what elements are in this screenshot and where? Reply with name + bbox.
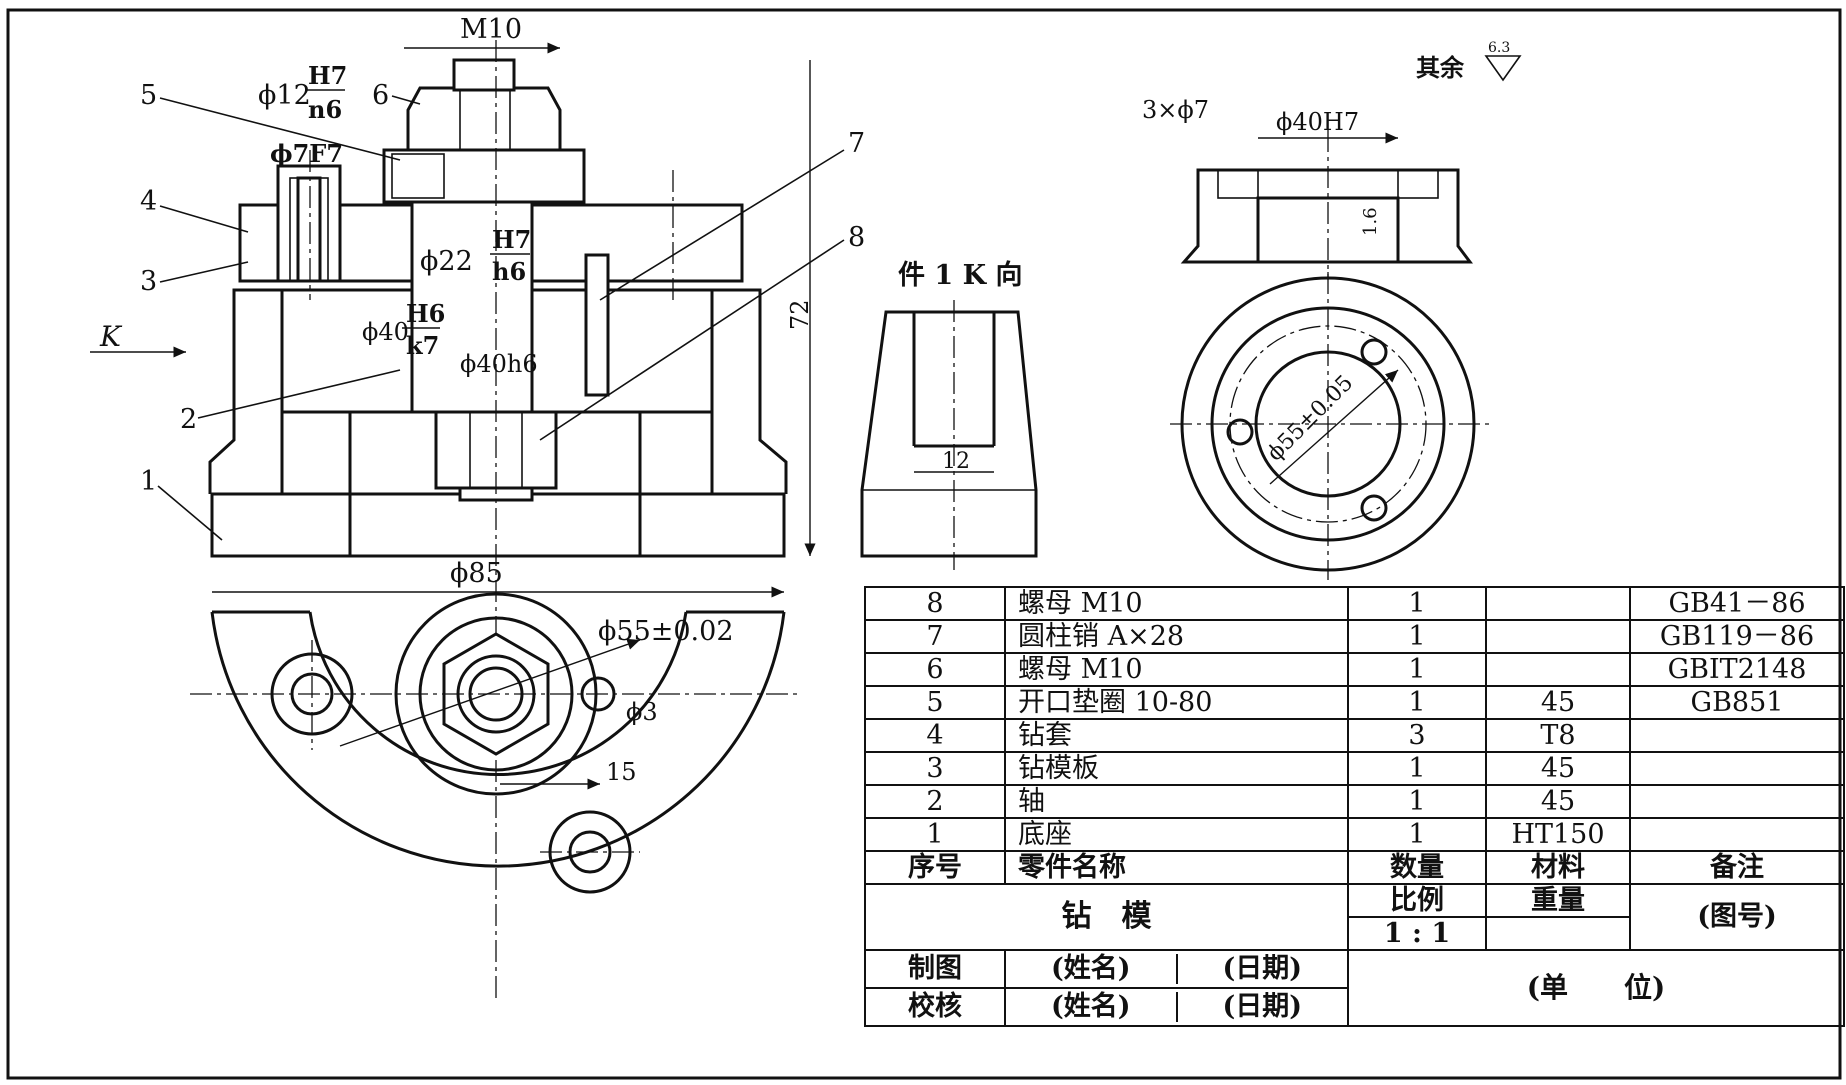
drawn-label: 制图	[864, 949, 1006, 989]
header-note: 备注	[1629, 850, 1845, 885]
dim-d3: ϕ3	[626, 698, 658, 726]
front-section-view	[208, 40, 788, 1000]
drawn-date: (日期)	[1222, 953, 1303, 984]
signature-row-checked: 校核 (姓名) (日期)	[864, 987, 1844, 1027]
part-callouts: 1 2 3 4 5 6 7 8	[140, 80, 865, 541]
base-left-wall	[208, 288, 284, 494]
dim-d12: ϕ12	[258, 80, 311, 111]
dim-h7-a: H7	[308, 61, 347, 90]
title-row-2: 1 : 1	[865, 916, 1844, 951]
header-no: 序号	[864, 850, 1006, 885]
base-right-wall	[710, 288, 788, 494]
callout-7: 7	[848, 128, 865, 159]
checked-date: (日期)	[1222, 991, 1303, 1022]
dim-n6: n6	[308, 95, 342, 124]
k-direction-mark: K	[99, 320, 123, 353]
dim-d7f7: ϕ7F7	[270, 139, 343, 168]
title-row-1: 钻 模 比例 重量 (图号)	[864, 883, 1845, 951]
k-view-outline	[860, 310, 1038, 558]
signature-row-drawn: 制图 (姓名) (日期) (单 位)	[864, 949, 1845, 1027]
drill-plate-detail: 其余 6.3 3×ϕ7 ϕ40H7 1.6 ϕ55±0.05	[1142, 40, 1522, 580]
dim-m10: M10	[460, 14, 522, 45]
callout-4: 4	[140, 186, 157, 217]
header-material: 材料	[1485, 850, 1631, 885]
k-view-label: 件 1 K 向	[898, 259, 1022, 291]
rest-roughness-label: 其余	[1416, 53, 1465, 82]
callout-1: 1	[140, 466, 157, 497]
open-washer	[382, 148, 586, 204]
callout-5: 5	[140, 80, 157, 111]
header-name: 零件名称	[1004, 850, 1349, 885]
weight-label: 重量	[1485, 883, 1631, 918]
callout-3: 3	[140, 266, 157, 297]
dim-d85: ϕ85	[450, 558, 503, 589]
cylinder-pin	[584, 253, 610, 397]
dim-roughness-16: 1.6	[1360, 207, 1381, 236]
drawing-title: 钻 模	[864, 883, 1349, 951]
dim-h7-b: H7	[492, 225, 531, 254]
unit-cell: (单 位)	[1347, 949, 1845, 1027]
dim-d55-002: ϕ55±0.02	[598, 616, 734, 647]
front-dimensions: M10 ϕ12 H7 n6 ϕ7F7 ϕ22 H7 h6 ϕ40 H6 k7 ϕ…	[90, 14, 816, 598]
dim-h6: h6	[492, 257, 526, 286]
bom-header-row: 序号 零件名称 数量 材料 备注	[864, 850, 1845, 885]
dim-15: 15	[606, 758, 637, 786]
detail-section-outline	[1180, 168, 1473, 264]
top-nut	[406, 86, 562, 152]
dim-h72: 72	[786, 299, 814, 330]
header-qty: 数量	[1347, 850, 1487, 885]
callout-2: 2	[180, 404, 197, 435]
dim-3xd7: 3×ϕ7	[1142, 96, 1209, 124]
plan-outer-arc	[210, 611, 786, 868]
dim-d40h7: ϕ40H7	[1276, 108, 1359, 136]
callout-6: 6	[372, 80, 389, 111]
dim-d40: ϕ40	[362, 318, 409, 346]
shaft	[410, 198, 534, 414]
checked-label: 校核	[864, 987, 1006, 1027]
dim-12: 12	[942, 449, 970, 474]
dim-h6b: H6	[406, 299, 445, 328]
bolt-end	[452, 58, 516, 92]
drawing-number: (图号)	[1629, 883, 1845, 951]
dim-k7: k7	[406, 331, 439, 360]
dim-d22: ϕ22	[420, 246, 473, 277]
rest-roughness-value: 6.3	[1488, 40, 1510, 56]
callout-8: 8	[848, 222, 865, 253]
scale-value: 1 : 1	[1347, 916, 1487, 951]
plan-view: ϕ55±0.02 ϕ3 15	[190, 592, 800, 894]
dim-d40h6: ϕ40h6	[460, 350, 538, 378]
scale-label: 比例	[1347, 883, 1487, 918]
k-view: 件 1 K 向 12	[860, 259, 1038, 570]
drawing-frame	[6, 8, 1842, 1080]
checked-name: (姓名)	[1006, 992, 1178, 1022]
drawn-name: (姓名)	[1006, 954, 1178, 984]
